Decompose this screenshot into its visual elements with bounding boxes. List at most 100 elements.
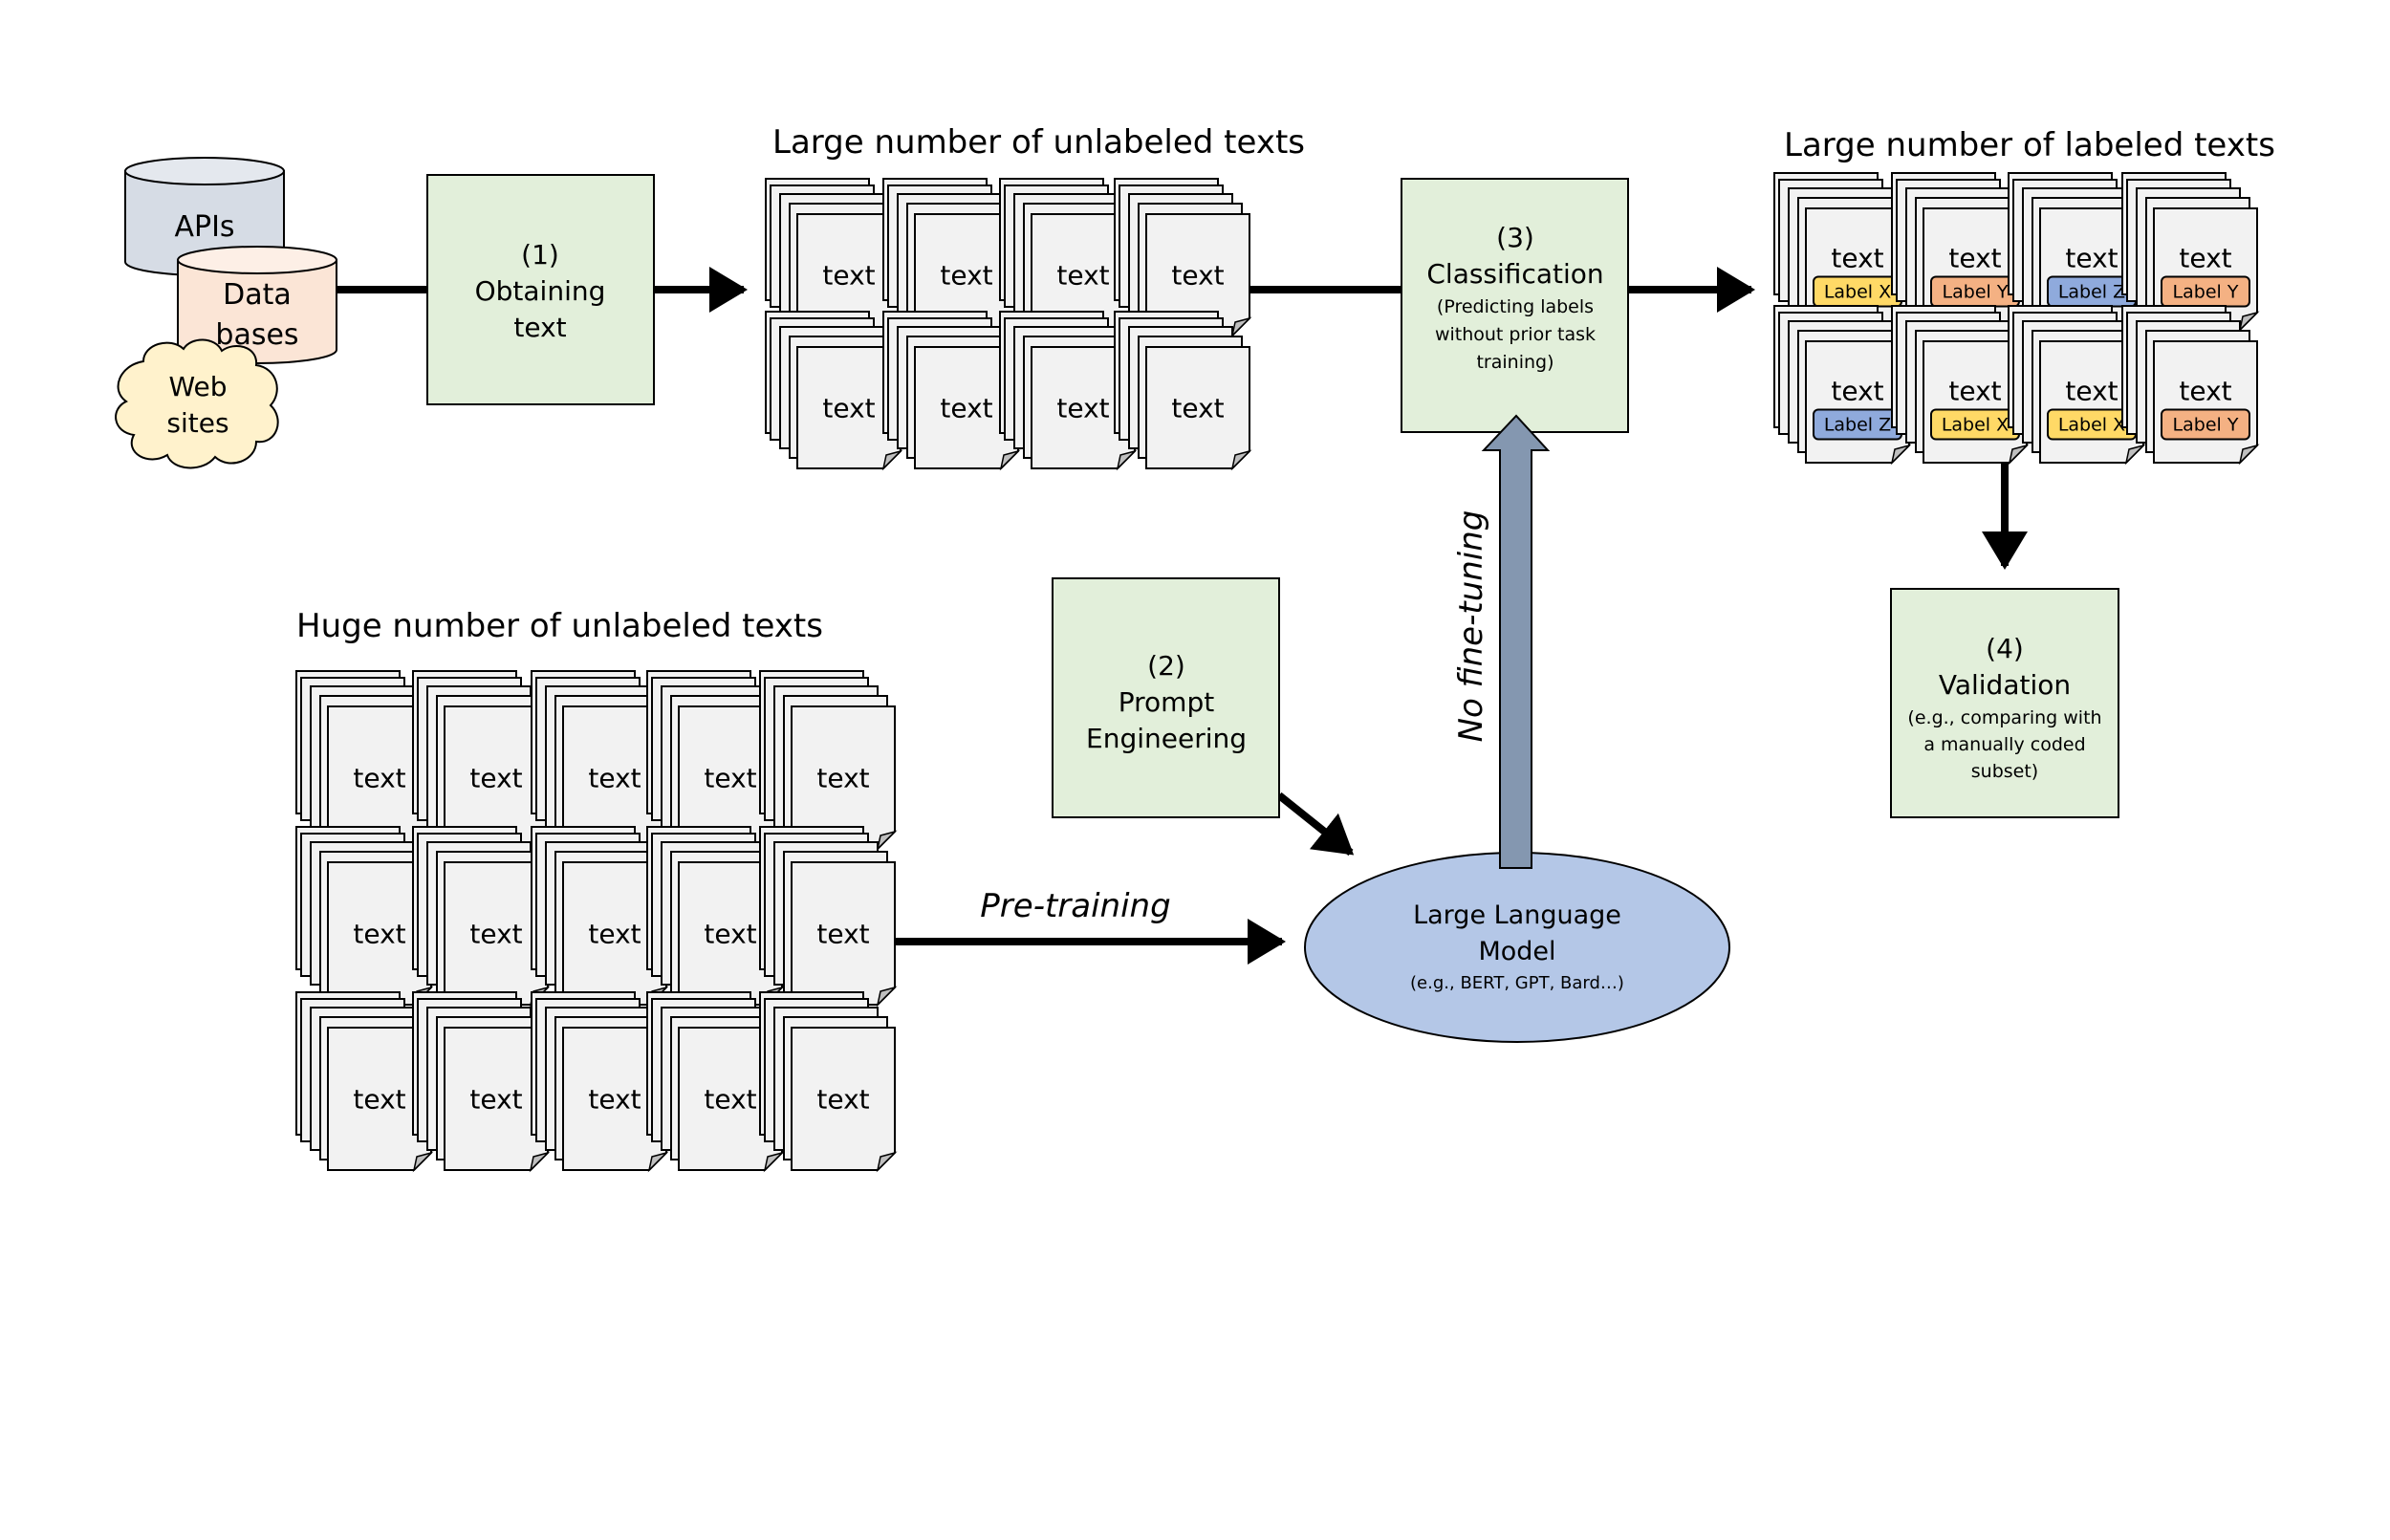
step-classification-title: Classification — [1426, 258, 1603, 290]
page-fold-icon — [1230, 316, 1252, 338]
document-stack: text — [531, 826, 669, 1008]
document-stack: text — [759, 991, 898, 1173]
labeled-large-title: Large number of labeled texts — [1784, 126, 2275, 164]
arrow-prompt-to-llm — [1276, 792, 1355, 857]
step-validation-subtitle-line2: a manually coded — [1923, 734, 2085, 755]
page-fold-icon — [529, 1151, 551, 1173]
document-text: text — [588, 763, 641, 794]
step-classification: (3) Classification (Predicting labels wi… — [1401, 178, 1629, 433]
document-text: text — [1171, 260, 1224, 292]
page-fold-icon — [999, 449, 1021, 471]
document-stack: text — [412, 991, 551, 1173]
document-text: text — [1056, 260, 1109, 292]
document-text: text — [353, 763, 405, 794]
document-text: text — [816, 763, 869, 794]
label-badge-text: Label X — [2058, 415, 2125, 436]
apis-label: APIs — [174, 210, 234, 244]
databases-label-line1: Data — [223, 278, 292, 312]
llm-title-line1: Large Language — [1413, 900, 1621, 930]
page-fold-icon — [876, 1151, 898, 1173]
step-obtaining-text: (1) Obtaining text — [426, 174, 655, 405]
document-text: text — [822, 393, 875, 424]
step-prompt-title-line2: Engineering — [1086, 723, 1247, 754]
page-fold-icon — [763, 1151, 785, 1173]
step-prompt-engineering: (2) Prompt Engineering — [1052, 577, 1280, 818]
document-stack: text — [295, 991, 434, 1173]
document-stack: text — [759, 826, 898, 1008]
document-stack: text — [882, 178, 1021, 338]
document-stack: text — [882, 311, 1021, 471]
websites-label-line2: sites — [166, 407, 228, 439]
page-fold-icon — [2238, 444, 2260, 466]
document-text: text — [2179, 376, 2231, 407]
document-text: text — [940, 393, 992, 424]
pretraining-label: Pre-training — [980, 887, 1170, 925]
document-text: text — [1831, 376, 1883, 407]
document-text: text — [353, 919, 405, 950]
unlabeled-large-title: Large number of unlabeled texts — [772, 123, 1305, 162]
document-stack: text — [646, 826, 785, 1008]
document-text: text — [1948, 243, 2001, 274]
step-classification-subtitle-line2: without prior task — [1435, 324, 1596, 345]
no-finetuning-label: No fine-tuning — [1452, 510, 1490, 743]
label-badge-text: Label Y — [1943, 282, 2009, 303]
document-stack: text — [646, 991, 785, 1173]
websites-label-line1: Web — [168, 371, 227, 402]
databases-cylinder: Data bases — [177, 246, 337, 364]
step-classification-subtitle-line3: training) — [1476, 352, 1554, 373]
llm-subtitle: (e.g., BERT, GPT, Bard…) — [1410, 973, 1624, 993]
page-fold-icon — [1230, 449, 1252, 471]
document-stack: text — [295, 826, 434, 1008]
document-stack: text — [999, 178, 1138, 338]
websites-cloud: Web sites — [115, 338, 279, 469]
document-stack: text — [295, 670, 434, 852]
label-badge-text: Label Y — [2173, 415, 2239, 436]
document-text: text — [2065, 243, 2118, 274]
document-text: text — [588, 1084, 641, 1116]
document-text: text — [940, 260, 992, 292]
label-badge-text: Label Z — [2058, 282, 2125, 303]
document-text: text — [469, 1084, 522, 1116]
document-text: text — [816, 919, 869, 950]
document-text: text — [816, 1084, 869, 1116]
page-fold-icon — [2008, 444, 2030, 466]
document-text: text — [1056, 393, 1109, 424]
document-text: text — [469, 919, 522, 950]
label-badge-text: Label Z — [1824, 415, 1891, 436]
page-fold-icon — [881, 449, 903, 471]
step-prompt-number: (2) — [1147, 650, 1185, 682]
document-text: text — [1831, 243, 1883, 274]
document-stack: text — [765, 311, 903, 471]
page-fold-icon — [412, 1151, 434, 1173]
no-finetuning-block-arrow — [1481, 414, 1551, 869]
step-obtaining-title-line2: text — [513, 312, 566, 343]
page-fold-icon — [1890, 444, 1912, 466]
llm-node: Large Language Model (e.g., BERT, GPT, B… — [1304, 852, 1730, 1043]
document-text: text — [2065, 376, 2118, 407]
step-obtaining-title-line1: Obtaining — [475, 275, 606, 307]
step-validation-subtitle-line1: (e.g., comparing with — [1907, 707, 2101, 728]
document-stack: text — [531, 991, 669, 1173]
label-badge-text: Label Y — [2173, 282, 2239, 303]
document-text: text — [822, 260, 875, 292]
document-text: text — [353, 1084, 405, 1116]
document-stack: text — [412, 670, 551, 852]
document-text: text — [469, 763, 522, 794]
label-badge — [2161, 408, 2250, 441]
document-stack: text — [765, 178, 903, 338]
page-fold-icon — [2238, 311, 2260, 333]
apis-cylinder: APIs — [124, 157, 285, 276]
document-text: text — [2179, 243, 2231, 274]
page-fold-icon — [1116, 449, 1138, 471]
document-text: text — [588, 919, 641, 950]
